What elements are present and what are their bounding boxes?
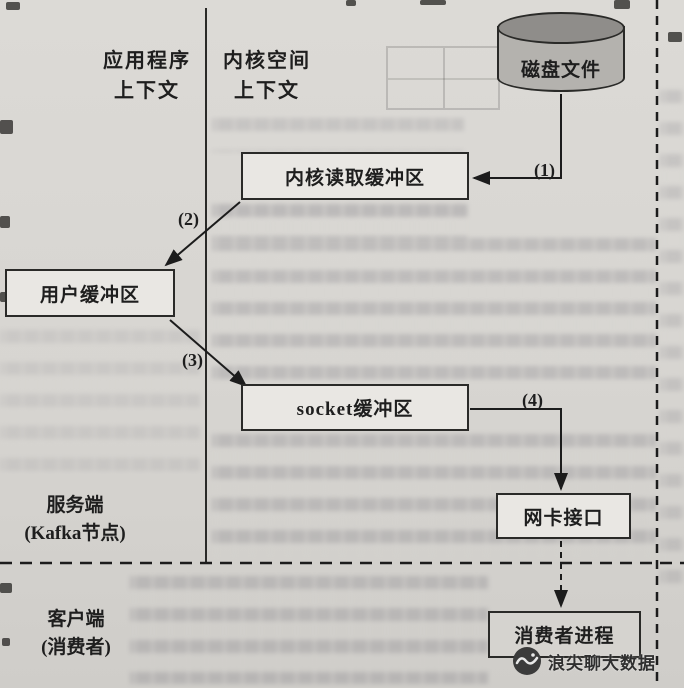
- user-buffer-node: 用户缓冲区: [5, 269, 175, 317]
- scan-artifact: [614, 0, 630, 9]
- arrow-step4-socket-to-nic: [470, 408, 568, 491]
- bleedthrough-text: [0, 330, 200, 490]
- consumer-process-node: 消费者进程: [488, 611, 641, 658]
- scan-artifact: [0, 120, 13, 134]
- scan-artifact: [420, 0, 446, 5]
- watermark: 浪尖聊大数据: [512, 646, 656, 676]
- scan-artifact: [6, 2, 20, 10]
- scan-artifact: [0, 292, 8, 302]
- scan-artifact: [2, 638, 10, 646]
- step2-label: (2): [178, 209, 199, 229]
- bleedthrough-text: [130, 576, 488, 684]
- user-buffer-label: 用户缓冲区: [39, 284, 140, 306]
- bleedthrough-text: [212, 204, 468, 238]
- disk-file-node: 磁盘文件: [497, 12, 625, 94]
- server-zone-line2: (Kafka节点): [24, 523, 126, 544]
- app-context-label: 应用程序 上下文: [94, 46, 200, 106]
- scan-artifact: [346, 0, 356, 6]
- arrow-step2-kernel-to-user-buffer: [164, 201, 241, 267]
- nic-node: 网卡接口: [496, 493, 631, 539]
- arrow-step3-user-to-socket-buffer: [169, 319, 248, 388]
- scan-artifact: [0, 583, 12, 593]
- kernel-context-label: 内核空间 上下文: [214, 46, 320, 106]
- arrow-step1-disk-to-kernel-buffer: [472, 94, 562, 185]
- scan-artifact: [668, 32, 682, 42]
- disk-file-label: 磁盘文件: [520, 60, 601, 81]
- step1-label: (1): [534, 160, 555, 180]
- step4-label: (4): [522, 390, 543, 410]
- nic-label: 网卡接口: [523, 507, 604, 529]
- kernel-read-buffer-label: 内核读取缓冲区: [284, 167, 425, 189]
- kernel-context-line2: 上下文: [234, 80, 300, 102]
- app-context-line1: 应用程序: [103, 50, 191, 72]
- scan-artifact: [0, 216, 10, 228]
- server-zone-label: 服务端 (Kafka节点): [6, 492, 144, 548]
- disk-cylinder-top: [497, 12, 625, 44]
- disk-cylinder-body: 磁盘文件: [497, 26, 625, 92]
- app-context-line2: 上下文: [114, 80, 180, 102]
- server-zone-line1: 服务端: [46, 495, 104, 516]
- client-zone-line2: (消费者): [41, 637, 111, 658]
- client-zone-label: 客户端 (消费者): [14, 606, 138, 662]
- bleedthrough-text: [212, 238, 656, 380]
- consumer-process-label: 消费者进程: [514, 626, 615, 647]
- watermark-text: 浪尖聊大数据: [548, 653, 656, 673]
- socket-buffer-label: socket缓冲区: [296, 399, 414, 420]
- watermark-wave-logo-icon: [513, 647, 541, 675]
- client-zone-line1: 客户端: [47, 609, 105, 630]
- bleedthrough-text: [212, 118, 464, 152]
- kernel-context-line1: 内核空间: [223, 50, 311, 72]
- bleedthrough-text: [660, 90, 684, 590]
- step3-label: (3): [182, 350, 203, 370]
- socket-buffer-node: socket缓冲区: [241, 384, 469, 431]
- kernel-read-buffer-node: 内核读取缓冲区: [241, 152, 469, 200]
